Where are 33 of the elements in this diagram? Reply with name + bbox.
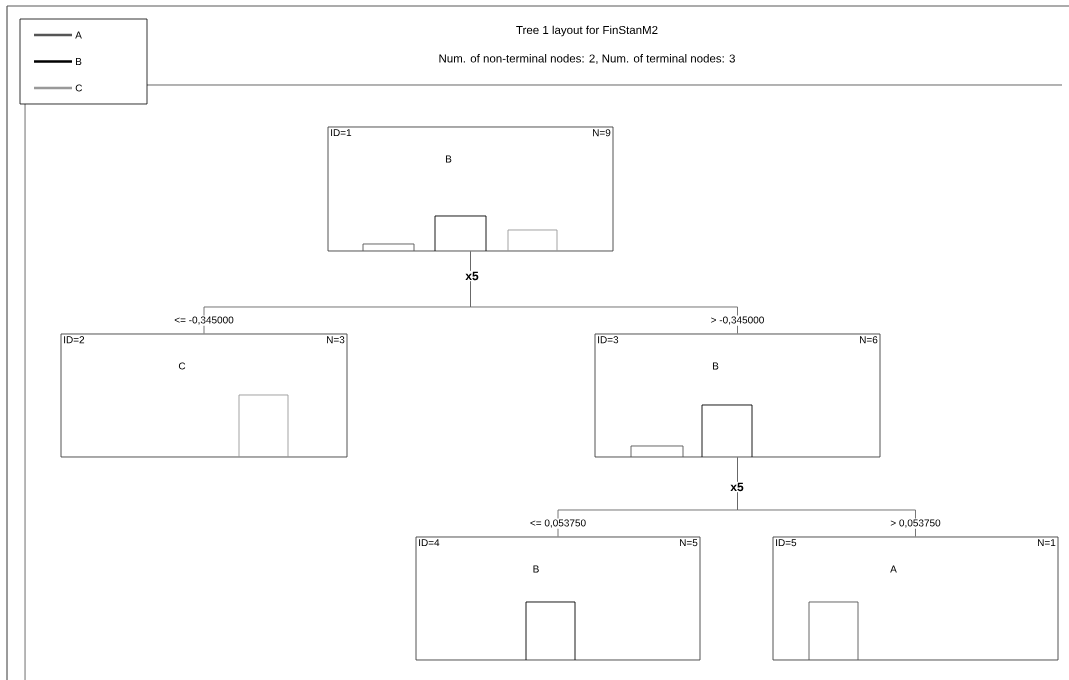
- node-label: N=3: [327, 336, 345, 344]
- split-variable: x5: [729, 481, 745, 493]
- title: Tree 1 layout for FinStanM2: [516, 25, 658, 37]
- connector: [470, 251, 738, 334]
- node-label: N=1: [1037, 539, 1056, 547]
- node-label: B: [533, 565, 539, 573]
- node-label: C: [178, 362, 186, 370]
- connector: [737, 457, 916, 537]
- tree-node: ID=5 N=1 A: [772, 536, 1059, 661]
- node-label: ID=1: [331, 129, 352, 137]
- node-label: N=6: [859, 336, 878, 344]
- legend-label: C: [75, 84, 83, 92]
- node-label: ID=4: [419, 539, 440, 547]
- split-variable: x5: [464, 270, 480, 282]
- edge-label: > 0,053750: [889, 518, 942, 529]
- node-label: ID=5: [776, 539, 797, 547]
- node-label: ID=2: [64, 336, 85, 344]
- legend-label: A: [75, 31, 82, 39]
- edge-label: <= -0,345000: [173, 315, 235, 326]
- tree-node: ID=2 N=3 C: [60, 333, 348, 458]
- tree-node: ID=1 N=9 B: [327, 126, 614, 252]
- subtitle: Num. of non-terminal nodes: 2, Num. of terminal nodes: 3: [439, 54, 735, 64]
- edge-label: <= 0,053750: [528, 518, 588, 529]
- node-label: B: [712, 362, 719, 370]
- tree-node: ID=3 N=6 B: [594, 333, 881, 458]
- tree-node: ID=4 N=5 B: [415, 536, 701, 661]
- node-label: N=5: [680, 539, 698, 547]
- node-label: ID=3: [598, 336, 619, 344]
- node-label: B: [445, 155, 452, 163]
- legend-label: B: [76, 58, 82, 65]
- edge-label: > -0,345000: [709, 315, 766, 326]
- node-label: A: [890, 565, 897, 573]
- node-label: N=9: [593, 129, 611, 137]
